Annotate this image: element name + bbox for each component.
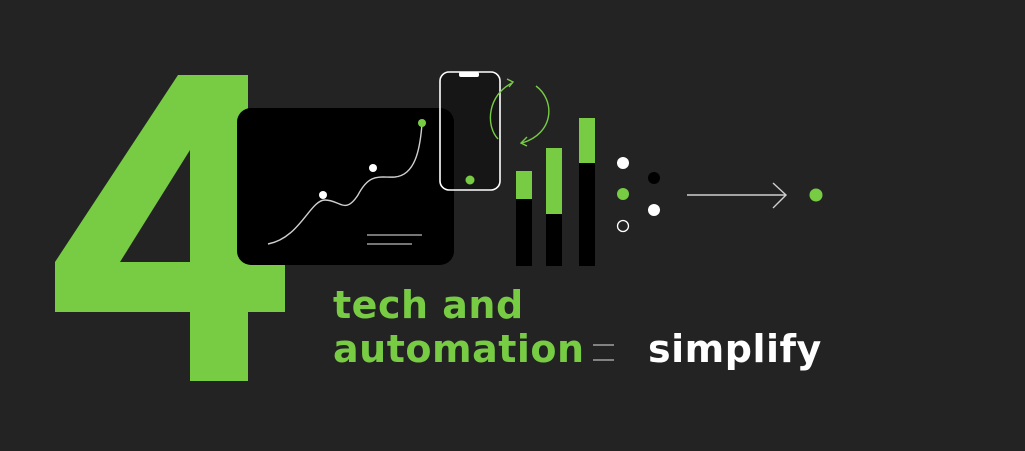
dot: [617, 157, 629, 169]
dot: [617, 188, 629, 200]
headline-line-2: automation: [333, 327, 585, 371]
numeral-four-graphic: [55, 75, 285, 381]
dot: [648, 204, 660, 216]
sync-icon: [489, 78, 550, 147]
chart-point: [369, 164, 377, 172]
bar-segment-accent: [546, 148, 562, 214]
arrow-right-icon: [687, 182, 788, 209]
phone-notch: [459, 72, 479, 77]
dot-outline: [616, 219, 630, 233]
phone-outline: [439, 71, 501, 191]
headline-line-1: tech and: [333, 283, 524, 327]
bar-chart: [516, 118, 595, 266]
dot: [648, 172, 660, 184]
headline-result: simplify: [648, 327, 822, 371]
bar-segment-accent: [579, 118, 595, 163]
equals-sign: [593, 344, 614, 361]
chart-point: [319, 191, 327, 199]
chart-point-accent: [418, 119, 426, 127]
phone-button: [465, 175, 475, 185]
trend-line: [267, 123, 423, 245]
result-dot: [809, 188, 823, 202]
chart-panel: [237, 108, 454, 265]
bar-segment-accent: [516, 171, 532, 199]
